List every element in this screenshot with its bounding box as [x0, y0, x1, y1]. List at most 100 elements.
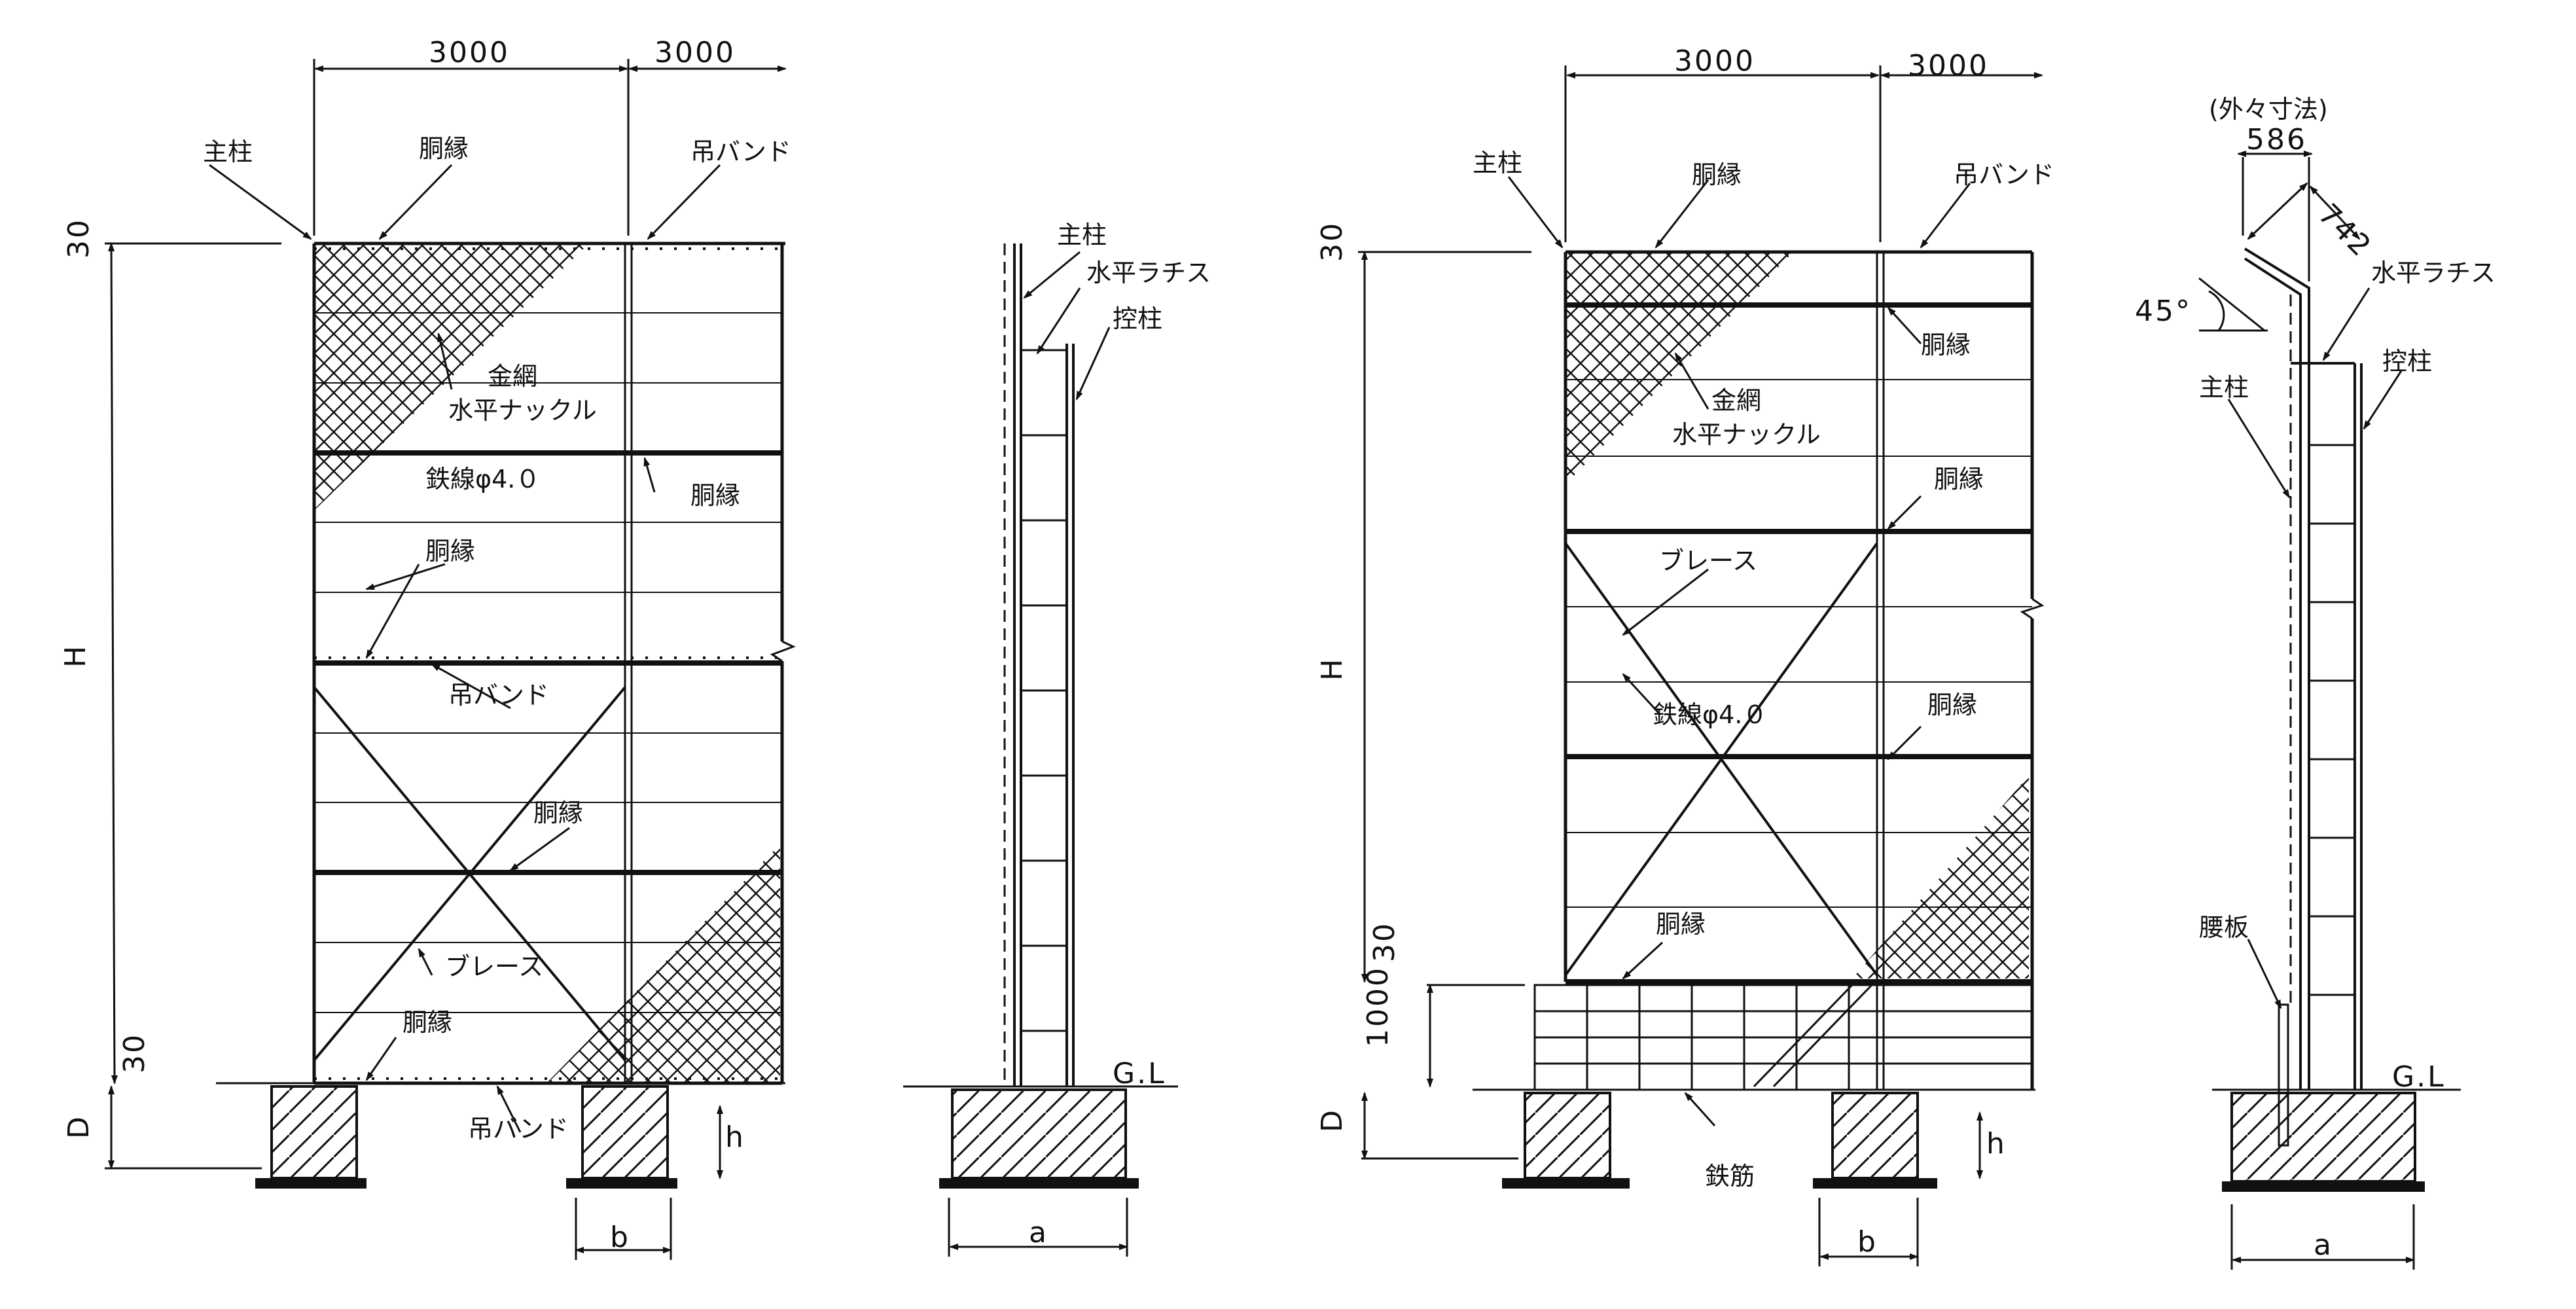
figure-4-side-elevation-with-waist: (外々寸法) 586 742 45° 水平ラチス 主柱 控柱 腰板 G.L a: [2135, 95, 2496, 1270]
lath-rungs: [1021, 349, 1067, 1032]
wire-mesh-area-lower: [546, 844, 780, 1083]
label-purlin-right: 胴縁: [690, 481, 740, 510]
figure-3-front-elevation-with-waist: 3000 3000 主柱 胴縁 吊バンド 胴縁 金網 水平ナックル 胴縁 ブレー…: [1315, 45, 2054, 1266]
label-horizontal-lath-side-2: 水平ラチス: [2371, 259, 2496, 287]
dim-30-bottom: 30: [118, 1033, 151, 1073]
label-main-post-2: 主柱: [1473, 149, 1522, 177]
label-brace-2: ブレース: [1659, 547, 1757, 575]
label-purlin-mid: 胴縁: [425, 537, 475, 565]
dim-3000-right: 3000: [654, 36, 736, 69]
dim-30-top: 30: [62, 218, 96, 259]
middle-post-2: [1876, 252, 1885, 1090]
purlins: [314, 450, 782, 875]
dim-3000-left-2: 3000: [1674, 45, 1755, 78]
label-purlin-top: 胴縁: [419, 134, 469, 163]
label-purlin-upper-2: 胴縁: [1921, 331, 1971, 359]
dim-H-2: H: [1315, 657, 1349, 681]
base-plate-left-2: [1502, 1178, 1630, 1189]
label-ground-level-side: G.L: [1113, 1057, 1166, 1090]
label-wire-mesh: 金網: [488, 362, 537, 391]
dim-3000-left: 3000: [429, 36, 510, 69]
foundation-left-2: [1524, 1092, 1611, 1179]
dim-h-front: h: [725, 1121, 745, 1154]
side-base-plate: [939, 1178, 1139, 1189]
dim-b-front: b: [610, 1221, 630, 1254]
wire-mesh-area-lower-2: [1852, 776, 2029, 978]
label-back-post-side-2: 控柱: [2382, 347, 2432, 376]
dimension-lines-2: [1358, 65, 2043, 1266]
side-posts: [1013, 243, 1075, 1086]
side-posts-2: [2244, 247, 2363, 1090]
label-horizontal-lath-side: 水平ラチス: [1086, 259, 1211, 287]
side-base-plate-2: [2222, 1181, 2425, 1192]
label-main-post-side-2: 主柱: [2199, 373, 2249, 402]
angle-45: 45°: [2135, 295, 2192, 328]
waist-block: [1533, 984, 2033, 1091]
side-dimension-lines: [948, 1198, 1128, 1257]
base-plate-left: [255, 1178, 367, 1189]
leader-lines-2: [1507, 176, 1971, 1127]
base-plate-right-2: [1813, 1178, 1937, 1189]
dim-a-side-2: a: [2314, 1228, 2333, 1262]
label-purlin-mid-2: 胴縁: [1934, 465, 1984, 493]
side-foundation: [951, 1088, 1127, 1179]
label-hanging-band-bottom: 吊バンド: [468, 1115, 569, 1143]
purlins-2: [1565, 302, 2032, 984]
side-foundation-2: [2230, 1092, 2416, 1183]
dim-742: 742: [2312, 198, 2378, 264]
label-hanging-band-top: 吊バンド: [690, 137, 791, 166]
label-back-post-side: 控柱: [1113, 304, 1162, 333]
side-leaders: [1023, 251, 1111, 401]
wire-mesh-area-upper: [314, 243, 589, 511]
side-leaders-2: [2227, 287, 2403, 1009]
label-purlin-lower: 胴縁: [533, 798, 583, 827]
leader-lines: [209, 164, 721, 1133]
lath-rungs-2: [2309, 444, 2355, 996]
figure-1-front-elevation: 3000 3000 主柱 胴縁 吊バンド 金網 水平ナックル 鉄線φ4.０ 胴縁…: [59, 36, 796, 1260]
angle-detail: [2198, 151, 2361, 332]
dim-1000: 1000: [1361, 966, 1395, 1047]
figure-2-side-elevation: 主柱 水平ラチス 控柱 G.L a: [903, 221, 1211, 1257]
label-purlin-lower-2: 胴縁: [1927, 690, 1977, 719]
dim-3000-right-2: 3000: [1908, 49, 1989, 82]
label-purlin-bottom: 胴縁: [402, 1008, 452, 1037]
foundation-right-2: [1831, 1092, 1919, 1179]
label-purlin-top-2: 胴縁: [1692, 160, 1742, 189]
wire-mesh-area-upper-2: [1565, 252, 1793, 484]
label-ground-level-side-2: G.L: [2392, 1060, 2446, 1094]
dimension-lines: [105, 59, 787, 1260]
label-hanging-band-mid: 吊バンド: [448, 681, 549, 709]
label-waist-board: 腰板: [2199, 913, 2249, 942]
label-brace: ブレース: [445, 952, 543, 981]
label-main-post: 主柱: [203, 137, 253, 166]
label-steel-wire: 鉄線φ4.０: [425, 465, 540, 493]
dim-a-side: a: [1029, 1216, 1048, 1249]
label-outer-dimension: (外々寸法): [2209, 95, 2328, 124]
side-dimension-lines-2: [2230, 1204, 2415, 1270]
dim-30-top-2: 30: [1315, 221, 1349, 262]
braces-2: [1564, 542, 1878, 977]
dim-30-waist: 30: [1368, 922, 1401, 962]
tension-wires-2: [1565, 379, 2032, 908]
dim-D-2: D: [1315, 1108, 1349, 1132]
label-wire-mesh-2: 金網: [1711, 386, 1761, 415]
dim-b-2: b: [1857, 1225, 1878, 1259]
braces: [313, 686, 626, 1062]
dim-h-2: h: [1986, 1127, 2007, 1160]
label-hanging-band-2: 吊バンド: [1954, 160, 2054, 189]
break-mark-2: [2020, 598, 2045, 620]
label-purlin-bottom-2: 胴縁: [1656, 910, 1706, 939]
knuckle-rows: [314, 247, 782, 1080]
dim-H-front: H: [59, 644, 92, 668]
label-rebar: 鉄筋: [1705, 1162, 1755, 1191]
foundation-left: [270, 1085, 358, 1179]
foundation-right: [581, 1085, 669, 1179]
label-horizontal-knuckle: 水平ナックル: [448, 396, 597, 425]
label-main-post-side: 主柱: [1057, 221, 1107, 249]
dim-D-front: D: [62, 1115, 96, 1139]
dim-586: 586: [2246, 123, 2307, 156]
label-steel-wire-2: 鉄線φ4.０: [1653, 700, 1767, 729]
tension-wires: [314, 312, 782, 1013]
